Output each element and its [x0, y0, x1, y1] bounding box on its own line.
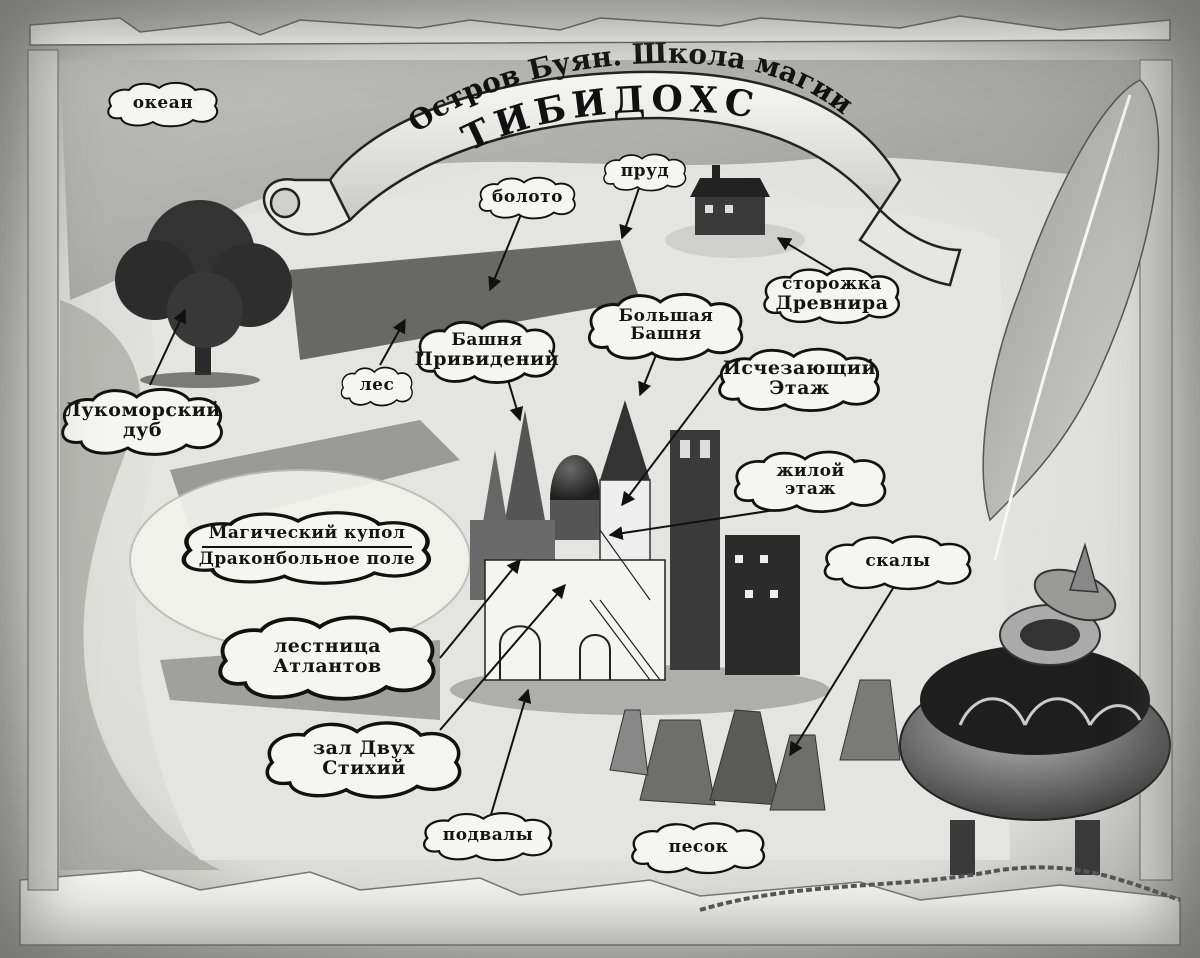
label-text: лес — [359, 375, 395, 396]
cloud-bubble-icon — [603, 153, 687, 192]
label-text-line1: Большая — [618, 306, 714, 327]
ocean-area — [60, 60, 1140, 300]
label-text-line2: дуб — [123, 419, 162, 441]
label-ghost-tower[interactable]: Башня Привидений — [412, 317, 562, 385]
quill-feather-icon — [982, 79, 1160, 561]
label-vanishing-floor[interactable]: Исчезающий Этаж — [712, 345, 887, 413]
label-great-tower[interactable]: Большая Башня — [582, 290, 750, 362]
divider — [201, 546, 413, 548]
cloud-bubble-icon — [763, 267, 900, 325]
label-atlantes-stairs[interactable]: лестница Атлантов — [210, 612, 445, 702]
label-text-line2: Атлантов — [273, 655, 382, 677]
cloud-bubble-icon — [107, 82, 218, 128]
label-text-line1: сторожка — [782, 274, 882, 295]
label-swamp[interactable]: болото — [475, 175, 580, 220]
label-text-line2: этаж — [784, 479, 837, 499]
label-text-line1: лестница — [273, 635, 382, 658]
cloud-bubble-icon — [588, 293, 744, 361]
rocks-icon — [609, 679, 901, 811]
cloud-bubble-icon — [733, 450, 887, 513]
lodge-hut-icon — [665, 165, 805, 258]
label-text-line2: Привидений — [414, 347, 560, 370]
oak-tree-icon — [115, 200, 292, 388]
label-lukomorye-oak[interactable]: Лукоморский дуб — [55, 385, 230, 457]
label-text-line2: Древнира — [775, 291, 889, 314]
label-text-line2: Башня — [630, 324, 702, 344]
cloud-bubble-icon — [218, 615, 436, 701]
cloud-bubble-icon — [340, 366, 413, 407]
label-text: океан — [132, 93, 194, 114]
label-text-line1: Башня — [451, 330, 523, 351]
label-forest[interactable]: лес — [338, 365, 416, 407]
torn-edge-bottom — [19, 869, 1181, 946]
cloud-bubble-icon — [718, 347, 880, 412]
leader-arrows — [149, 184, 896, 819]
scroll-banner-icon — [262, 70, 962, 287]
label-ocean[interactable]: океан — [103, 80, 223, 128]
label-cellars[interactable]: подвалы — [418, 810, 558, 862]
cloud-bubble-icon — [631, 822, 765, 875]
cloud-bubble-icon — [423, 812, 553, 862]
label-text-line1: Лукоморский — [64, 399, 221, 422]
label-text: песок — [668, 836, 729, 857]
label-text-line1: Исчезающий — [722, 357, 877, 380]
cloud-bubble-icon — [417, 319, 556, 384]
inkwell-icon — [699, 542, 1181, 912]
label-text-line2: Этаж — [769, 377, 830, 399]
label-drevnir-lodge[interactable]: сторожка Древнира — [758, 265, 906, 325]
label-text-line1: жилой — [776, 461, 845, 482]
label-text: пруд — [620, 161, 670, 182]
cloud-bubble-icon — [478, 176, 576, 220]
label-text: подвалы — [442, 825, 534, 846]
label-sand[interactable]: песок — [626, 820, 771, 875]
label-text-line2: Драконбольное поле — [198, 549, 416, 569]
cloud-bubble-icon — [61, 388, 223, 456]
cloud-bubble-icon — [823, 535, 972, 591]
label-text-line1: Магический купол — [208, 523, 406, 544]
label-text-line1: зал Двух — [312, 737, 416, 760]
label-cliffs[interactable]: скалы — [818, 533, 978, 591]
label-two-elements-hall[interactable]: зал Двух Стихий — [258, 718, 470, 800]
castle-icon — [450, 400, 830, 715]
label-text-line2: Стихий — [322, 757, 406, 779]
label-magic-dome-dragonball-field[interactable]: Магический купол Драконбольное поле — [172, 508, 442, 586]
label-living-floor[interactable]: жилой этаж — [728, 448, 893, 514]
label-pond[interactable]: пруд — [600, 152, 690, 192]
label-text: болото — [492, 186, 563, 207]
cloud-bubble-icon — [265, 721, 462, 799]
label-text: скалы — [865, 551, 931, 572]
torn-edge-top — [29, 15, 1171, 46]
